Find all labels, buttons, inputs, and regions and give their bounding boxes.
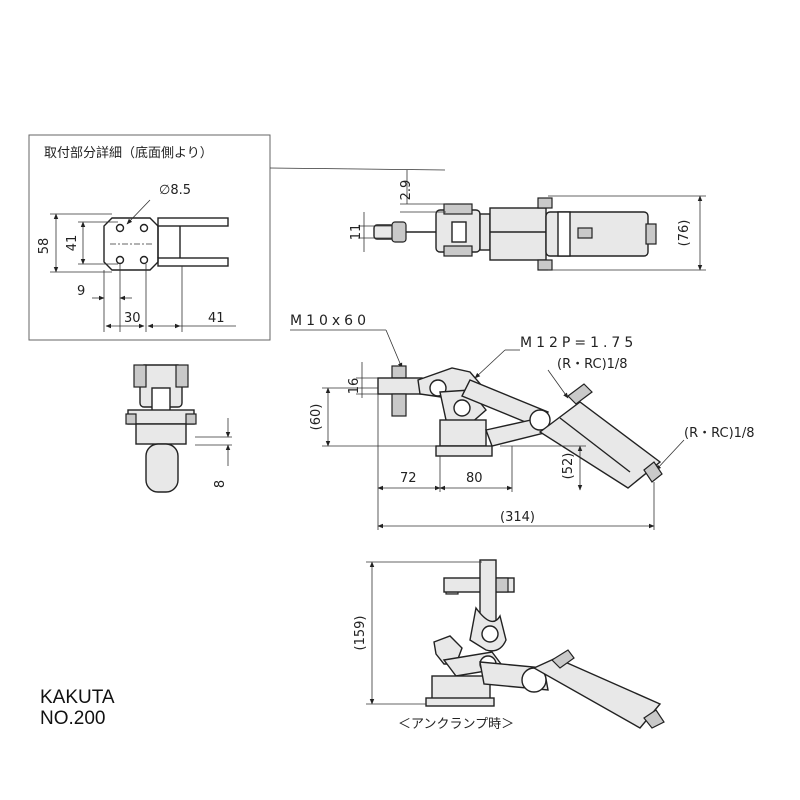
side-view: M10x60 M12P=1.75 (R・RC)1/8 (R・RC)1/8	[290, 313, 755, 530]
unclamp-caption: ＜アンクランプ時＞	[398, 717, 514, 732]
maker-name: KAKUTA	[40, 687, 115, 708]
dim-9: 9	[77, 284, 85, 299]
label-port-2: (R・RC)1/8	[684, 426, 755, 441]
dim-314: (314)	[500, 510, 535, 525]
dim-8: 8	[213, 480, 228, 488]
label-bolt-m10x60: M10x60	[290, 313, 370, 329]
detail-box-title: 取付部分詳細（底面側より）	[44, 145, 213, 161]
dim-60: (60)	[309, 404, 324, 431]
mounting-detail-box: 取付部分詳細（底面側より） ∅8.5 58 41 9	[28, 134, 446, 341]
dim-41-horizontal: 41	[208, 311, 225, 326]
brand-block: KAKUTA NO.200	[40, 687, 115, 729]
end-view: 8	[125, 364, 232, 493]
dim-159: (159)	[353, 616, 368, 651]
dim-16: 16	[347, 378, 362, 395]
model-number: NO.200	[40, 708, 105, 729]
dim-30: 30	[124, 311, 141, 326]
dim-hole-diameter: ∅8.5	[159, 183, 191, 198]
dim-52: (52)	[561, 453, 576, 480]
dim-58: 58	[37, 238, 52, 255]
dim-41-vertical: 41	[65, 235, 80, 252]
dim-80: 80	[466, 471, 483, 486]
dim-76: (76)	[677, 220, 692, 247]
dim-72: 72	[400, 471, 417, 486]
unclamp-view: (159) ＜アンクランプ時＞	[353, 559, 665, 732]
label-thread-m12: M12P=1.75	[520, 335, 637, 351]
dim-11: 11	[349, 224, 364, 241]
label-port-1: (R・RC)1/8	[557, 357, 628, 372]
top-view: 2.9 11 (76)	[349, 170, 706, 271]
dim-2-9: 2.9	[399, 180, 414, 201]
